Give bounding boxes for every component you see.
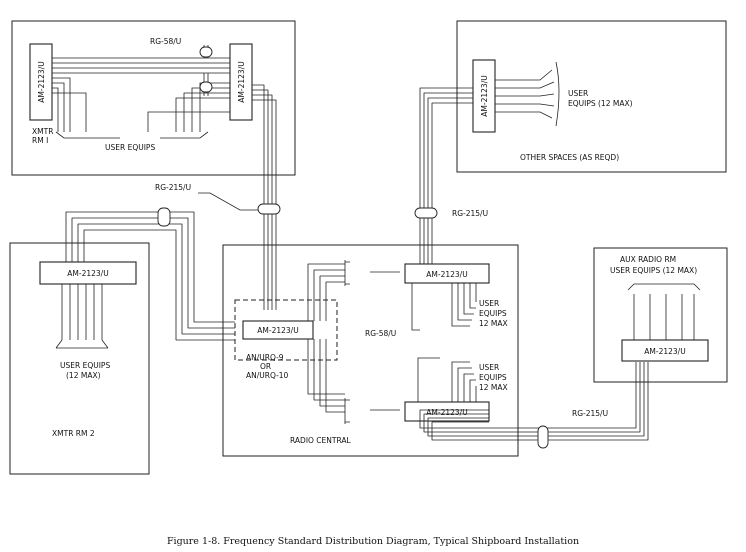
central-user-line2: EQUIPS <box>479 309 507 318</box>
am-label: AM-2123/U <box>237 61 246 102</box>
urq-line2: OR <box>260 362 271 371</box>
am-label: AM-2123/U <box>37 61 46 102</box>
xmtr2-user-equips-line1: USER EQUIPS <box>60 361 110 370</box>
xmtr-rm2-room <box>9 242 150 475</box>
am-amplifier-xmtr1-right <box>229 43 253 121</box>
central-user-line1: USER <box>479 363 499 372</box>
xmtr-rm2-fanout <box>61 284 103 340</box>
other-spaces-room <box>456 20 727 173</box>
rg58-label: RG-58/U <box>150 37 181 46</box>
central-lower-links <box>307 339 345 413</box>
cable-rm2-central <box>65 211 235 341</box>
cable-clamp <box>199 81 213 93</box>
cable-clamp <box>537 425 549 449</box>
am-amplifier-central-lower <box>404 401 490 422</box>
other-spaces-label: OTHER SPACES (AS REQD) <box>520 153 619 162</box>
central-user-line3: 12 MAX <box>479 319 508 328</box>
cable-clamp <box>199 46 213 58</box>
urq-line3: AN/URQ-10 <box>246 371 289 380</box>
central-user-line1: USER <box>479 299 499 308</box>
connector <box>344 398 350 424</box>
xmtr2-user-equips-line2: (12 MAX) <box>66 371 101 380</box>
radio-central-label: RADIO CENTRAL <box>290 436 352 445</box>
rg215-label: RG-215/U <box>155 183 191 192</box>
cable-other-central <box>419 87 473 272</box>
other-spaces-fanout <box>495 69 555 119</box>
am-amplifier-xmtr1-left <box>29 43 53 121</box>
am-label: AM-2123/U <box>426 270 467 279</box>
central-user-line3: 12 MAX <box>479 383 508 392</box>
rg215-label: RG-215/U <box>452 209 488 218</box>
central-upper-fanout <box>451 283 477 327</box>
central-user-line2: EQUIPS <box>479 373 507 382</box>
connector <box>344 260 350 286</box>
xmtr-rm2-label: XMTR RM 2 <box>52 429 95 438</box>
am-label: AM-2123/U <box>67 269 108 278</box>
aux-fanout <box>633 294 695 340</box>
am-label: AM-2123/U <box>257 326 298 335</box>
urq-line1: AN/URQ-9 <box>246 353 284 362</box>
central-upper-return <box>411 283 420 331</box>
other-user-equips-line2: EQUIPS (12 MAX) <box>568 99 633 108</box>
radio-central-room <box>222 244 519 457</box>
rg58-label-central: RG-58/U <box>365 329 396 338</box>
central-lower-fanout <box>451 361 477 402</box>
aux-radio-line1: AUX RADIO RM <box>620 255 676 264</box>
am-amplifier-central-upper <box>404 263 490 284</box>
urq-frequency-standard <box>234 299 338 361</box>
cable-central-aux <box>419 362 649 441</box>
xmtr-rm1-label-line1: XMTR <box>32 127 53 136</box>
aux-radio-room <box>593 247 728 383</box>
central-upper-links <box>307 263 345 321</box>
central-lower-return <box>417 357 440 402</box>
leader-line <box>198 192 258 211</box>
user-equips-label: USER EQUIPS <box>105 143 155 152</box>
am-amplifier-xmtr2 <box>39 261 137 285</box>
figure-caption: Figure 1-8. Frequency Standard Distribut… <box>167 536 579 547</box>
user-bracket <box>555 61 560 127</box>
am-amplifier-central <box>242 320 314 340</box>
aux-radio-line2: USER EQUIPS (12 MAX) <box>610 266 697 275</box>
cable-rm1-central <box>252 84 277 310</box>
am-label: AM-2123/U <box>480 75 489 116</box>
xmtr-rm1-room <box>11 20 296 176</box>
cable-clamp <box>157 207 171 227</box>
am-amplifier-aux <box>621 339 709 362</box>
user-bracket <box>627 283 701 291</box>
xmtr-rm1-label-line2: RM I <box>32 136 48 145</box>
other-user-equips-line1: USER <box>568 89 588 98</box>
cable-clamp <box>414 207 438 219</box>
user-bracket <box>55 339 109 349</box>
cable-clamp <box>257 203 281 215</box>
am-label: AM-2123/U <box>426 408 467 417</box>
rg215-label: RG-215/U <box>572 409 608 418</box>
am-label: AM-2123/U <box>644 347 685 356</box>
